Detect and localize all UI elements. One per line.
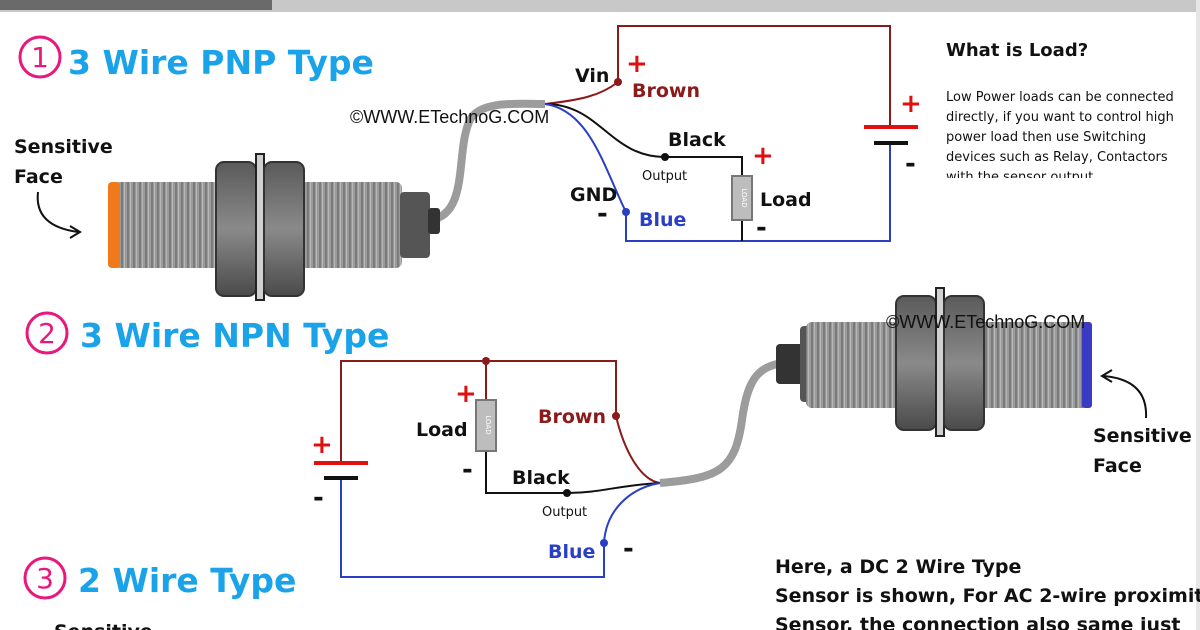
- npn-blue-wire: [340, 478, 661, 578]
- pnp-face-arrow: [36, 191, 79, 233]
- npn-proximity-sensor: [659, 287, 1092, 487]
- watermark-middle: ©WWW.ETechnoG.COM: [886, 312, 1085, 332]
- what-is-load-line-2: directly, if you want to control high: [946, 110, 1174, 125]
- npn-load-plus: +: [455, 379, 477, 409]
- npn-positive-rail: [340, 360, 617, 463]
- pnp-nut-left: [215, 161, 257, 297]
- what-is-load-line-1: Low Power loads can be connected: [946, 90, 1174, 105]
- npn-brown-node: [612, 412, 620, 420]
- npn-blue-label: Blue: [548, 541, 595, 563]
- pnp-vin-label: Vin: [575, 65, 609, 87]
- pnp-brown-label: Brown: [632, 80, 700, 102]
- pnp-blue-label: Blue: [639, 209, 686, 231]
- two-wire-sensitive-label: Sensitive: [54, 621, 153, 630]
- npn-battery-plus: +: [311, 430, 333, 460]
- what-is-load-clip: [940, 178, 1192, 192]
- section-3-number: 3: [36, 562, 54, 595]
- pnp-sensor-face: [108, 182, 120, 268]
- npn-load-label: Load: [416, 419, 468, 441]
- npn-face-arrow: [1103, 375, 1148, 419]
- pnp-brown-wire: [544, 81, 619, 105]
- pnp-gnd-label: GND: [570, 184, 617, 206]
- pnp-vin-node: [614, 78, 622, 86]
- pnp-battery-minus: -: [905, 149, 916, 179]
- npn-output-node: [563, 489, 571, 497]
- npn-face-arrowhead: [1100, 369, 1113, 383]
- section-1-title: 3 Wire PNP Type: [68, 43, 374, 82]
- two-wire-note-line-2: Sensor is shown, For AC 2-wire proximity: [775, 585, 1200, 607]
- pnp-sensor-plug: [428, 208, 440, 234]
- npn-brown-label: Brown: [538, 406, 606, 428]
- npn-sensor-plug: [776, 344, 804, 384]
- pnp-sensitive-face-line2: Face: [14, 166, 63, 188]
- npn-load-resistor-label: LOAD: [484, 415, 492, 434]
- pnp-load-minus: -: [756, 213, 767, 243]
- pnp-face-arrowhead: [69, 225, 82, 239]
- pnp-load-plus: +: [752, 141, 774, 171]
- number-circle-2: [25, 311, 69, 355]
- pnp-proximity-sensor: [108, 99, 546, 301]
- number-circle-3: [23, 556, 67, 600]
- right-frame: [1196, 0, 1200, 630]
- section-2-title: 3 Wire NPN Type: [80, 316, 389, 355]
- two-wire-note-line-1: Here, a DC 2 Wire Type: [775, 556, 1021, 578]
- what-is-load-line-3: power load then use Switching: [946, 130, 1146, 145]
- npn-load-resistor: [475, 399, 497, 452]
- npn-battery-minus: -: [313, 483, 324, 513]
- section-3-title: 2 Wire Type: [78, 561, 296, 600]
- pnp-sensitive-face-line1: Sensitive: [14, 136, 113, 158]
- pnp-vin-line: [617, 25, 891, 127]
- section-1-number: 1: [31, 41, 49, 74]
- what-is-load-title: What is Load?: [946, 40, 1088, 61]
- watermark-top: ©WWW.ETechnoG.COM: [350, 107, 549, 127]
- npn-brown-wire: [615, 415, 661, 484]
- pnp-sensor-cable: [429, 99, 546, 224]
- pnp-vin-plus: +: [626, 49, 648, 79]
- two-wire-note-line-3: Sensor, the connection also same just: [775, 614, 1180, 630]
- what-is-load-box: What is Load? Low Power loads can be con…: [940, 40, 1192, 192]
- npn-sensor-face: [1082, 322, 1092, 408]
- section-3-header: 3 2 Wire Type: [23, 556, 296, 600]
- pnp-load-resistor-label: LOAD: [740, 188, 748, 207]
- number-circle-1: [18, 35, 62, 79]
- section-1-header: 1 3 Wire PNP Type: [18, 35, 374, 82]
- npn-sensitive-face-line2: Face: [1093, 455, 1142, 477]
- npn-washer: [935, 287, 945, 437]
- pnp-washer: [255, 153, 265, 301]
- pnp-output-node: [661, 153, 669, 161]
- pnp-nut-right: [263, 161, 305, 297]
- npn-blue-minus: -: [623, 534, 634, 564]
- pnp-black-label: Black: [668, 129, 726, 151]
- pnp-output-label: Output: [642, 169, 687, 184]
- pnp-battery-plus: +: [900, 89, 922, 119]
- pnp-gnd-minus: -: [597, 199, 608, 229]
- npn-junction-node: [482, 357, 490, 365]
- pnp-sensor-tail: [400, 192, 430, 258]
- npn-black-label: Black: [512, 467, 570, 489]
- pnp-load-resistor: [731, 175, 753, 221]
- npn-nut-right: [943, 295, 985, 431]
- npn-sensitive-face-line1: Sensitive: [1093, 425, 1192, 447]
- npn-blue-node: [600, 539, 608, 547]
- top-bar-tab: [0, 0, 272, 10]
- pnp-gnd-node: [622, 208, 630, 216]
- top-bar: [0, 0, 1200, 12]
- pnp-load-label: Load: [760, 189, 812, 211]
- npn-sensor-cable: [659, 358, 791, 487]
- section-2-header: 2 3 Wire NPN Type: [25, 311, 389, 355]
- section-2-number: 2: [38, 317, 56, 350]
- what-is-load-line-4: devices such as Relay, Contactors: [946, 150, 1168, 165]
- npn-load-minus: -: [462, 455, 473, 485]
- npn-output-label: Output: [542, 505, 587, 520]
